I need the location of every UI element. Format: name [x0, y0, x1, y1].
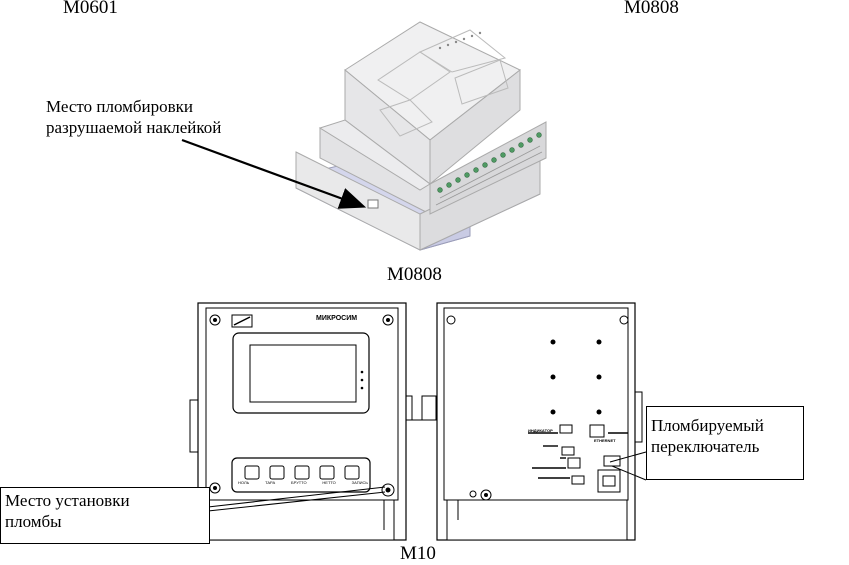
caption-m0808-mid: М0808: [387, 264, 442, 285]
callout-switch-line2: переключатель: [651, 437, 760, 456]
callout-seal-place: Место установки пломбы: [0, 487, 210, 544]
front-brand-label: МИКРОСИМ: [316, 315, 358, 322]
callout-switch-line1: Пломбируемый: [651, 416, 764, 435]
key-gross-label: БРУТТО: [290, 480, 307, 485]
caption-m10: М10: [400, 543, 436, 564]
back-indicator-label: ИНДИКАТОР: [528, 428, 553, 433]
callout-seal-place-line2: пломбы: [5, 512, 62, 531]
module-terminals: [437, 132, 542, 193]
key-tare-label: ТАРА: [265, 480, 276, 485]
back-ethernet-label: ETHERNET: [594, 438, 616, 443]
module-top-right: [429, 68, 521, 186]
keypad-labels: НОЛЬ ТАРА БРУТТО НЕТТО ЗАПИСЬ: [238, 480, 368, 485]
callout-sticker-seal-line2: разрушаемой наклейкой: [46, 118, 222, 137]
caption-m0808-top: М0808: [624, 0, 679, 18]
callout-seal-place-line1: Место установки: [5, 491, 130, 510]
module-ledge: [318, 119, 431, 191]
key-net-label: НЕТТО: [322, 480, 336, 485]
callout-switch-line: [609, 451, 647, 463]
callout-sticker-seal: Место пломбировки разрушаемой наклейкой: [46, 96, 221, 138]
key-zero-label: НОЛЬ: [238, 480, 250, 485]
m0808-module: [295, 21, 547, 251]
callout-sticker-arrow: [181, 138, 367, 209]
m10-back: [436, 302, 643, 541]
key-record-label: ЗАПИСЬ: [351, 480, 368, 485]
callout-seal-place-line: [207, 486, 386, 508]
callout-sticker-seal-line1: Место пломбировки: [46, 97, 194, 116]
display-screen: [249, 344, 357, 403]
caption-m0601: М0601: [63, 0, 118, 18]
callout-sealed-switch: Пломбируемый переключатель: [646, 406, 804, 480]
sticker-seal-spot: [367, 199, 379, 209]
module-terminal-strip: [429, 121, 547, 215]
m10-front: [189, 302, 437, 541]
